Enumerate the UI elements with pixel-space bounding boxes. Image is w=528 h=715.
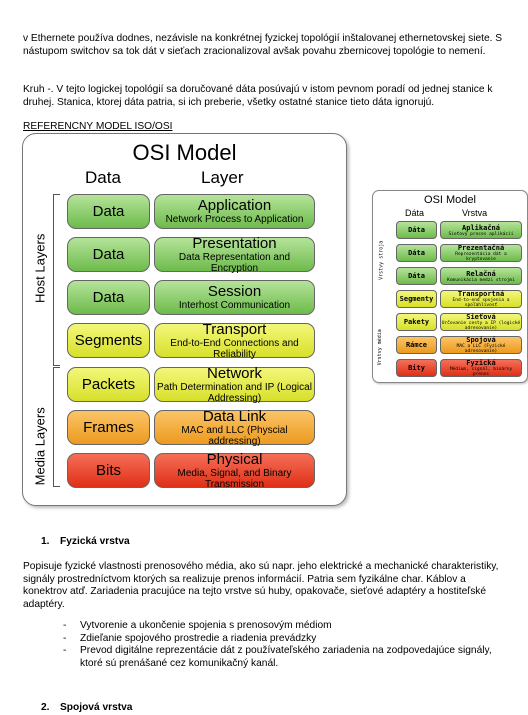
section-1-heading: 1.Fyzická vrstva <box>41 536 130 547</box>
data-box-datalink: Frames <box>67 410 150 445</box>
small-data-box-2: Dáta <box>396 244 437 262</box>
data-box-network: Packets <box>67 367 150 402</box>
small-data-box-3: Dáta <box>396 267 437 285</box>
col-layer-heading: Layer <box>201 168 244 187</box>
data-box-transport: Segments <box>67 323 150 358</box>
media-layers-label: Media Layers <box>32 407 48 486</box>
list-item: Zdieľanie spojového prostredie a riadeni… <box>63 633 493 646</box>
small-data-box-1: Dáta <box>396 221 437 239</box>
small-data-box-4: Segmenty <box>396 290 437 308</box>
list-item: Vytvorenie a ukončenie spojenia s prenos… <box>63 620 493 633</box>
col-data-heading-small: Dáta <box>405 208 425 218</box>
section-1-list: Vytvorenie a ukončenie spojenia s prenos… <box>63 620 493 670</box>
section-1-body: Popisuje fyzické vlastnosti prenosového … <box>23 561 499 610</box>
osi-small-title: OSI Model <box>424 194 476 206</box>
col-layer-heading-small: Vrstva <box>462 208 488 218</box>
host-bracket <box>53 194 60 366</box>
intro-paragraph-2: Kruh -. V tejto logickej topológií sa do… <box>23 84 493 108</box>
small-data-box-7: Bity <box>396 359 437 377</box>
section-2-heading: 2.Spojová vrstva <box>41 702 133 713</box>
host-layers-label-small: Vrstvy stroja <box>378 240 385 280</box>
osi-model-diagram-large: OSI Model Data Layer Host Layers Media L… <box>22 133 347 506</box>
data-box-physical: Bits <box>67 453 150 488</box>
small-data-box-5: Pakety <box>396 313 437 331</box>
media-bracket <box>53 367 60 487</box>
osi-model-diagram-small: OSI Model Dáta Vrstva Vrstvy stroja Vrst… <box>372 190 528 383</box>
data-box-presentation: Data <box>67 237 150 272</box>
host-layers-label: Host Layers <box>32 233 48 303</box>
col-data-heading: Data <box>85 168 121 187</box>
reference-model-heading: REFERENCNY MODEL ISO/OSI <box>23 121 173 132</box>
data-box-application: Data <box>67 194 150 229</box>
media-layers-label-small: Vrstvy média <box>376 329 383 366</box>
data-box-session: Data <box>67 280 150 315</box>
osi-title: OSI Model <box>132 140 237 165</box>
intro-paragraph-1: v Ethernete používa dodnes, nezávisle na… <box>23 33 503 57</box>
small-data-box-6: Rámce <box>396 336 437 354</box>
list-item: Prevod digitálne reprezentácie dát z pou… <box>63 645 493 670</box>
